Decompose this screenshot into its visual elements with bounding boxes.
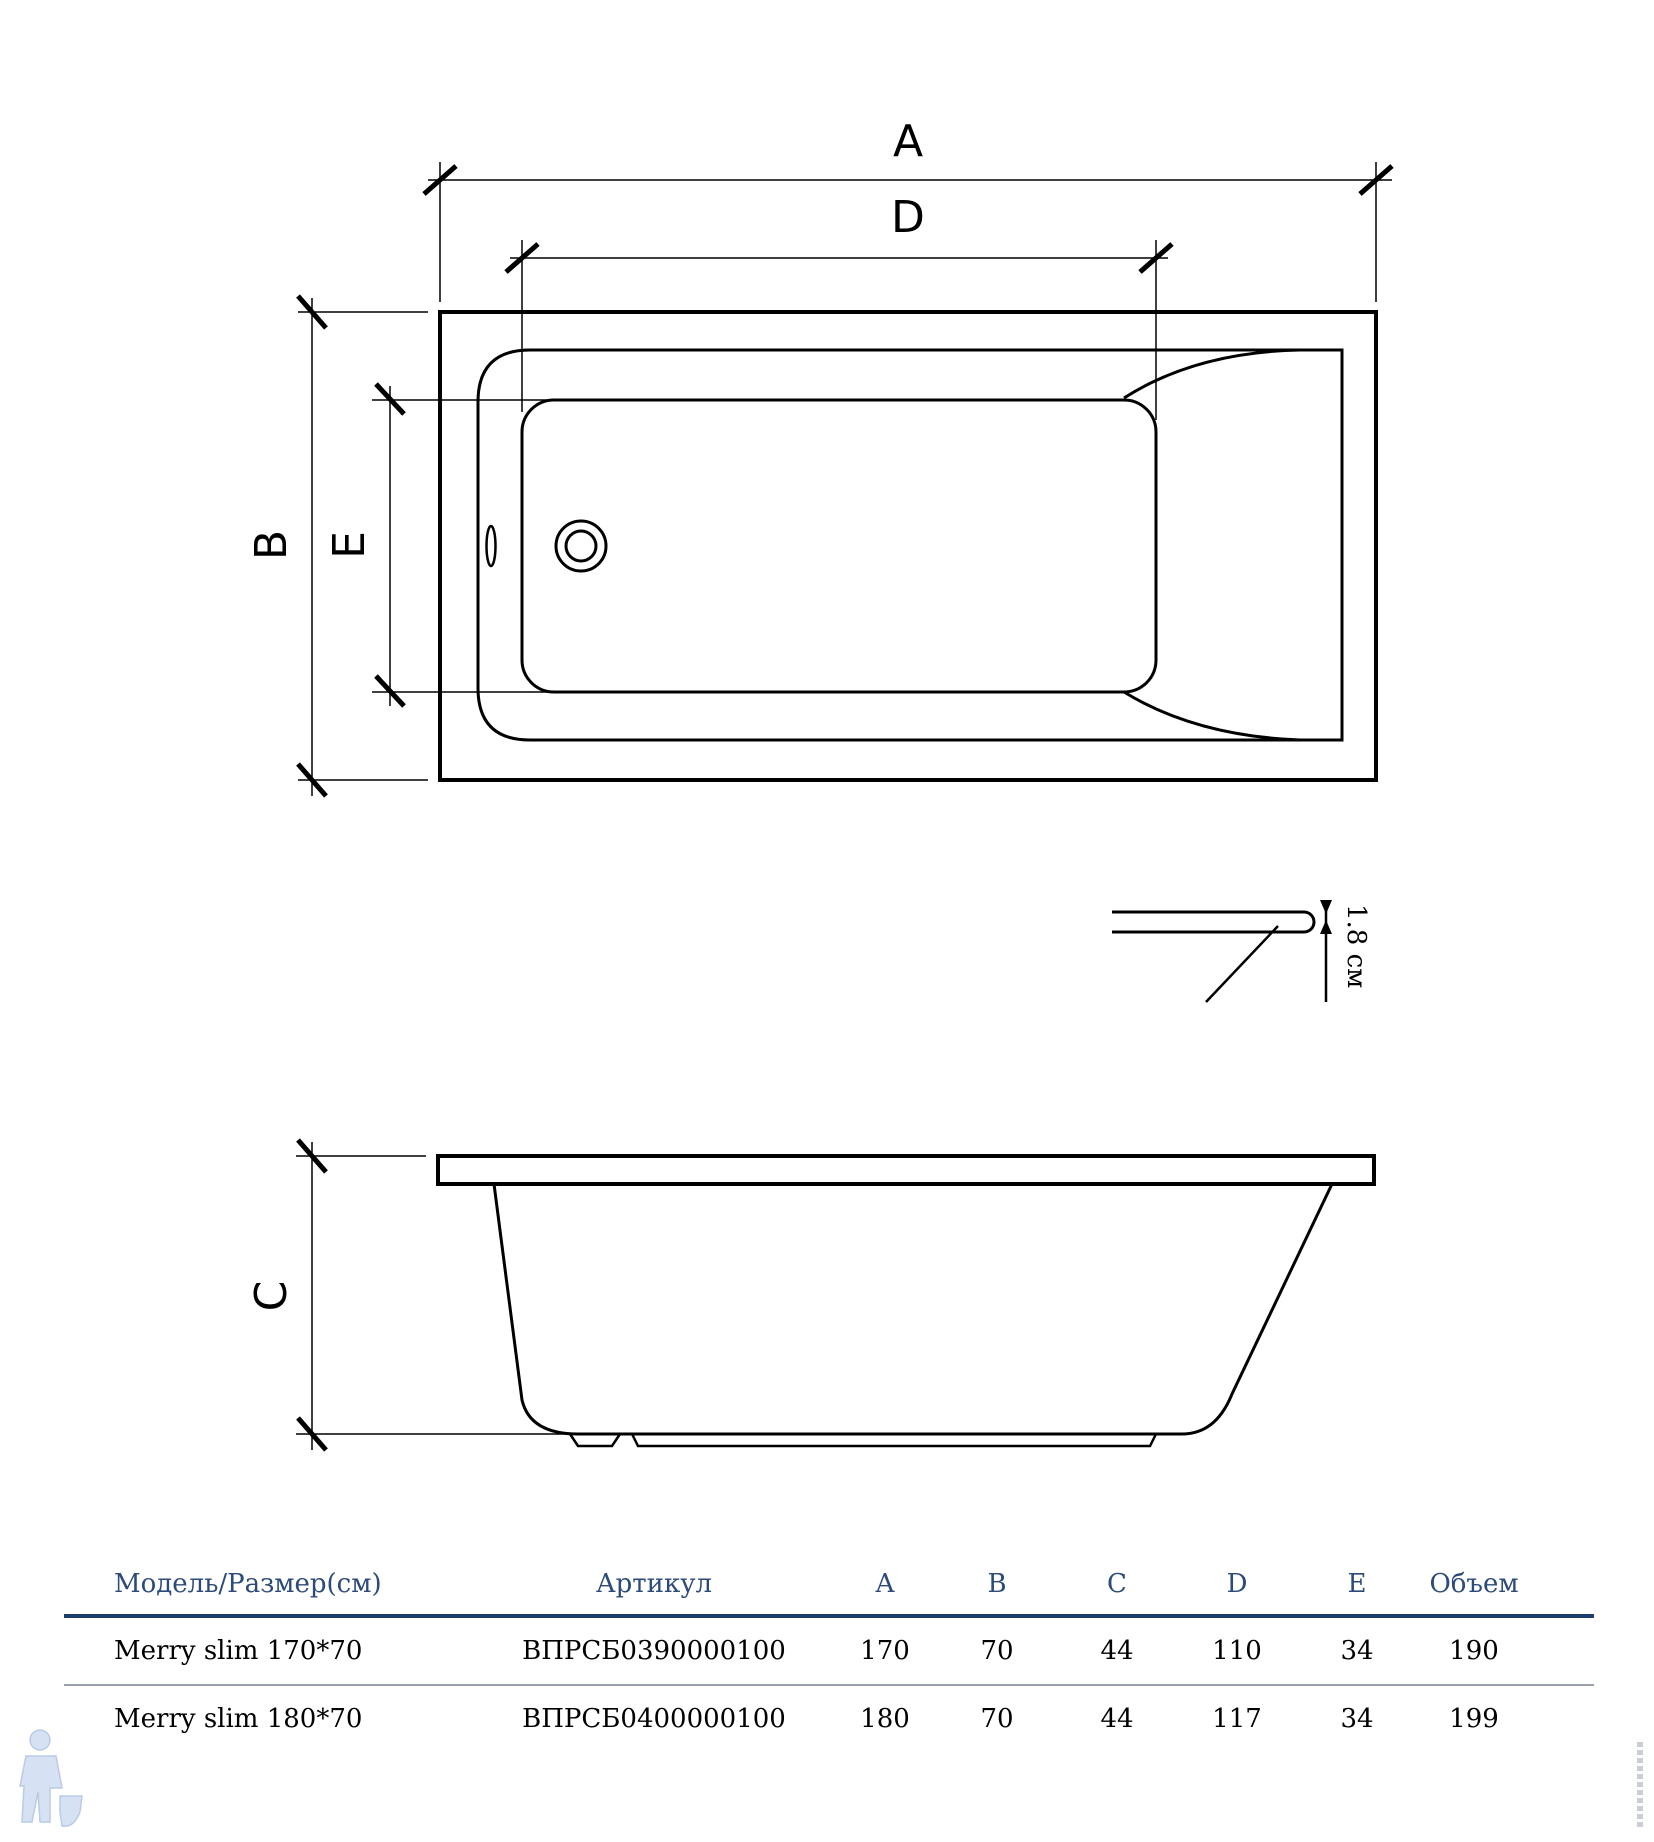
cell-e: 34 xyxy=(1340,1636,1374,1666)
cell-model: Merry slim 170*70 xyxy=(114,1636,363,1666)
tub-basin-outline xyxy=(476,348,1344,742)
dimension-b: B xyxy=(246,294,428,798)
cell-d: 117 xyxy=(1212,1704,1262,1734)
spec-table-header: Модель/Размер(см) Артикул A B C D E Объе… xyxy=(64,1554,1594,1618)
tub-side-rim xyxy=(436,1154,1376,1186)
header-d: D xyxy=(1226,1569,1248,1599)
tub-floor xyxy=(520,398,1158,694)
label-d: D xyxy=(891,192,925,243)
header-volume: Объем xyxy=(1429,1569,1519,1599)
label-e: E xyxy=(324,531,375,559)
rim-profile xyxy=(1112,910,1316,934)
cell-b: 70 xyxy=(980,1636,1014,1666)
cell-b: 70 xyxy=(980,1704,1014,1734)
drain-outer-icon xyxy=(554,519,608,573)
plumber-figure-icon xyxy=(19,1729,83,1827)
spec-table: Модель/Размер(см) Артикул A B C D E Объе… xyxy=(64,1554,1594,1752)
cell-a: 180 xyxy=(860,1704,910,1734)
rim-detail: 1.8 см xyxy=(1112,900,1371,1003)
cell-article: ВПРСБ0390000100 xyxy=(522,1636,786,1666)
label-c: C xyxy=(246,1281,297,1312)
vertical-watermark-text xyxy=(1637,1742,1643,1828)
dimension-a: A xyxy=(422,116,1394,302)
rim-thickness-label: 1.8 см xyxy=(1341,904,1371,988)
cell-volume: 190 xyxy=(1449,1636,1499,1666)
rim-wall-line xyxy=(1205,925,1279,1003)
table-row: Merry slim 180*70 ВПРСБ0400000100 180 70… xyxy=(64,1684,1594,1752)
header-a: A xyxy=(875,1569,895,1599)
cell-a: 170 xyxy=(860,1636,910,1666)
header-article: Артикул xyxy=(595,1569,713,1599)
tub-side-body xyxy=(492,1183,1334,1436)
cell-e: 34 xyxy=(1340,1704,1374,1734)
rim-arrow-up-icon xyxy=(1320,920,1332,934)
cell-c: 44 xyxy=(1100,1636,1134,1666)
header-model: Модель/Размер(см) xyxy=(114,1569,382,1599)
overflow-icon xyxy=(485,524,497,568)
label-a: A xyxy=(893,116,923,167)
tub-foot-left xyxy=(568,1433,622,1448)
headrest-lower-curve xyxy=(1123,690,1301,742)
dimension-d: D xyxy=(504,192,1174,420)
cell-c: 44 xyxy=(1100,1704,1134,1734)
dimension-e: E xyxy=(324,382,560,708)
side-view xyxy=(436,1154,1376,1448)
rim-arrow-down-icon xyxy=(1320,900,1332,914)
drain-inner-icon xyxy=(564,529,598,563)
label-b: B xyxy=(246,530,297,560)
headrest-upper-curve xyxy=(1123,348,1301,400)
cell-article: ВПРСБ0400000100 xyxy=(522,1704,786,1734)
cell-model: Merry slim 180*70 xyxy=(114,1704,363,1734)
table-row: Merry slim 170*70 ВПРСБ0390000100 170 70… xyxy=(64,1618,1594,1684)
tub-outer-rim xyxy=(438,310,1378,782)
cell-volume: 199 xyxy=(1449,1704,1499,1734)
header-c: C xyxy=(1107,1569,1127,1599)
cell-d: 110 xyxy=(1212,1636,1262,1666)
header-e: E xyxy=(1347,1569,1367,1599)
plan-view xyxy=(438,310,1378,782)
tub-foot-main xyxy=(630,1433,1158,1448)
header-b: B xyxy=(987,1569,1007,1599)
dimension-c: C xyxy=(246,1138,570,1452)
